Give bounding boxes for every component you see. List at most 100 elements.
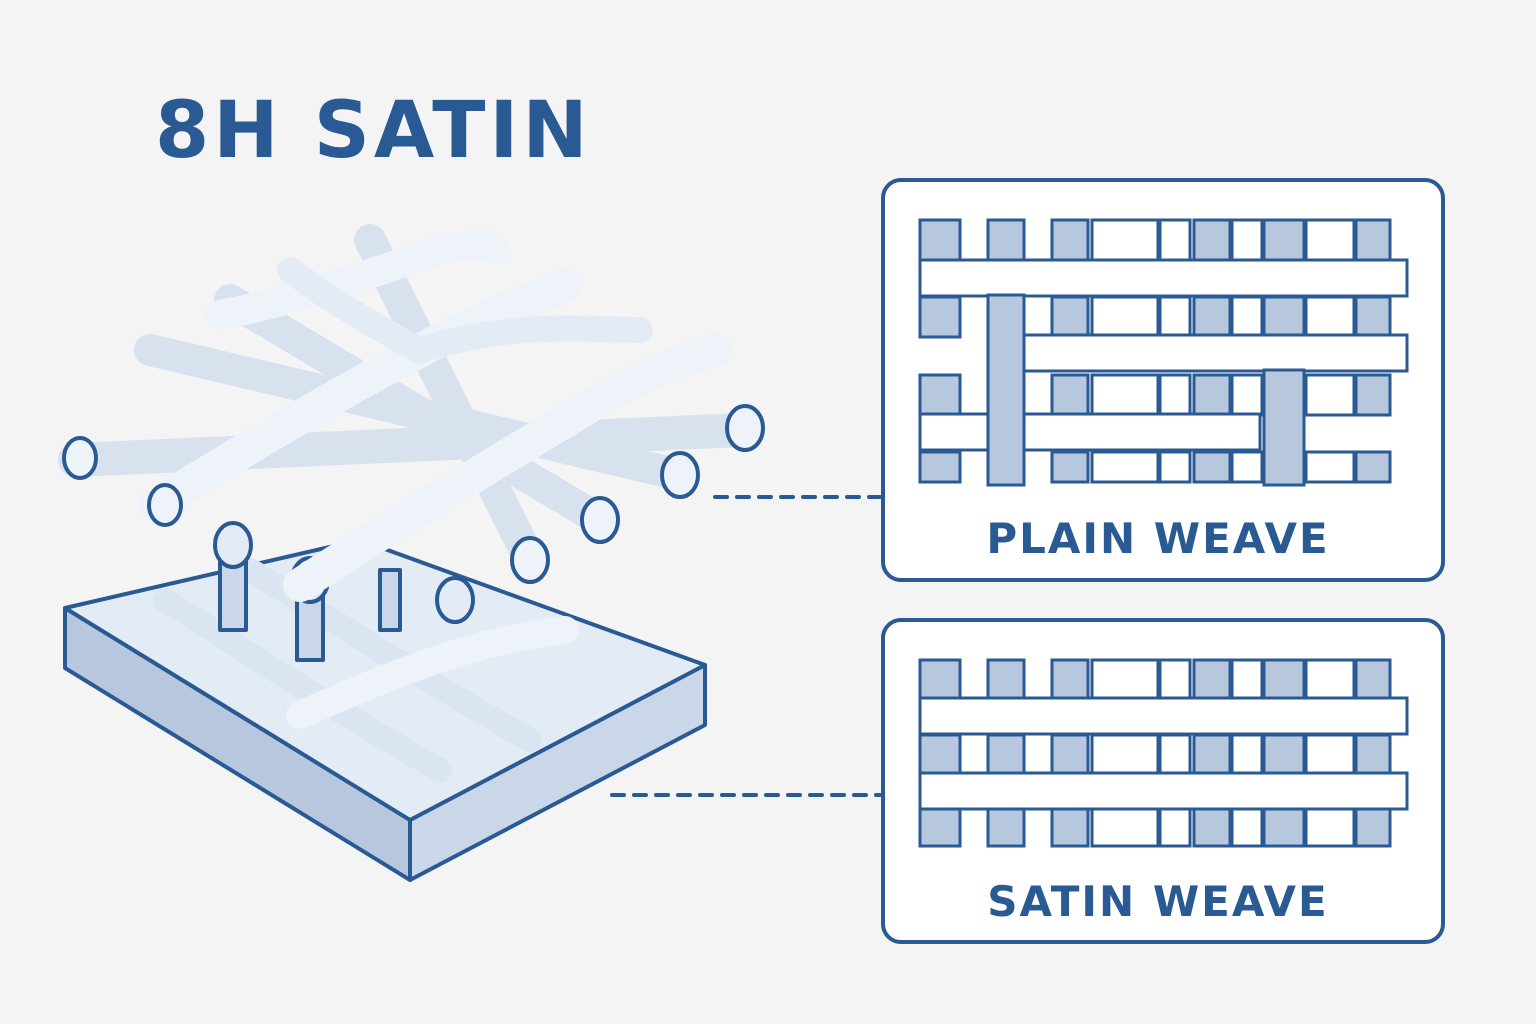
satin-cell (1090, 733, 1160, 775)
left-rod-end-caps (62, 436, 183, 527)
satin-cell (1050, 658, 1090, 700)
satin-cell (1262, 806, 1306, 848)
satin-cell (1050, 733, 1090, 775)
warp-rod-2-end (660, 451, 700, 499)
plain-cell (1230, 218, 1264, 262)
satin-cell (1354, 733, 1392, 775)
diagram-title: 8H SATIN (155, 86, 592, 176)
plain-cell (1230, 373, 1264, 417)
plain-cell (1050, 218, 1090, 262)
satin-cell (1354, 806, 1392, 848)
plain-weft-bar (1018, 333, 1409, 373)
plain-weave-label: PLAIN WEAVE (986, 514, 1329, 563)
plain-warp-float (986, 293, 1026, 487)
warp-rod-1 (58, 413, 757, 477)
satin-cell (1192, 733, 1232, 775)
weft-tow-3 (205, 229, 510, 330)
warp-rod-1-end (725, 404, 765, 452)
plain-cell (918, 373, 962, 417)
plain-cell (1090, 295, 1160, 339)
satin-cell (986, 658, 1026, 700)
plain-cell (1158, 450, 1192, 484)
plain-cell (1192, 373, 1232, 417)
plain-cell (1158, 373, 1192, 417)
plain-cell (1262, 218, 1306, 262)
warp-rod-3-end (580, 496, 620, 544)
plain-cell (1354, 218, 1392, 262)
plain-cell (986, 218, 1026, 262)
satin-cell (1090, 806, 1160, 848)
warp-rod-4-end (510, 536, 550, 584)
plain-cell (918, 295, 962, 339)
upper-warp-rods (58, 224, 765, 584)
plain-cell (1090, 450, 1160, 484)
rod-end-cap (435, 576, 475, 624)
plain-cell (1304, 373, 1356, 417)
plain-cell (1050, 373, 1090, 417)
plain-weft-bar (918, 258, 1409, 298)
satin-weave-pattern (918, 658, 1409, 848)
plain-cell (1230, 450, 1264, 484)
satin-cell (1262, 658, 1306, 700)
satin-cell (1304, 733, 1356, 775)
satin-weft-bar (918, 771, 1409, 811)
plain-cell (1158, 218, 1192, 262)
satin-cell (1354, 658, 1392, 700)
plain-cell (1192, 295, 1232, 339)
stitch-post-3 (378, 568, 402, 632)
satin-cell (1158, 658, 1192, 700)
plain-cell (1230, 295, 1264, 339)
plain-cell (1050, 295, 1090, 339)
left-rod-end-2 (147, 483, 183, 527)
plain-cell (1262, 295, 1306, 339)
upper-weft-tows (138, 229, 732, 602)
plain-weave-panel: PLAIN WEAVE (881, 178, 1445, 582)
satin-weave-label: SATIN WEAVE (987, 877, 1328, 926)
stitch-post-1 (218, 558, 248, 632)
satin-cell (1158, 806, 1192, 848)
plain-cell (1192, 218, 1232, 262)
weft-tow-2 (283, 333, 732, 602)
warp-rod-4 (354, 224, 546, 576)
post-cap-1 (213, 521, 253, 569)
satin-cell (1230, 806, 1264, 848)
satin-cell (918, 733, 962, 775)
satin-cell (918, 658, 962, 700)
plain-weft-bar (918, 412, 1262, 452)
plain-cell (918, 450, 962, 484)
satin-cell (1192, 658, 1232, 700)
satin-cell (1304, 806, 1356, 848)
plain-weave-pattern (918, 218, 1409, 487)
satin-cell (1304, 658, 1356, 700)
satin-cell (1230, 658, 1264, 700)
satin-cell (986, 806, 1026, 848)
plain-cell (1158, 295, 1192, 339)
left-rod-end-1 (62, 436, 98, 480)
fabric-illustration (58, 224, 765, 882)
plain-cell (1192, 450, 1232, 484)
plain-cell (1354, 295, 1392, 339)
satin-cell (1090, 658, 1160, 700)
weft-tow-4 (277, 257, 653, 364)
plain-cell (1304, 218, 1356, 262)
plain-cell (1090, 373, 1160, 417)
satin-cell (1050, 806, 1090, 848)
lower-warp-tow-1 (153, 588, 452, 782)
satin-cell (986, 733, 1026, 775)
satin-cell (918, 806, 962, 848)
plain-cell (1304, 295, 1356, 339)
plain-cell (1354, 373, 1392, 417)
satin-cell (1262, 733, 1306, 775)
satin-weave-panel: SATIN WEAVE (881, 618, 1445, 944)
satin-cell (1230, 733, 1264, 775)
satin-cell (1158, 733, 1192, 775)
plain-cell (918, 218, 962, 262)
plain-cell (1090, 218, 1160, 262)
plain-cell (1354, 450, 1392, 484)
lower-weft-tow (286, 616, 579, 729)
plain-cell (1304, 450, 1356, 484)
warp-rod-3 (214, 284, 616, 536)
plain-warp-float (1262, 368, 1306, 487)
satin-weft-bar (918, 696, 1409, 736)
